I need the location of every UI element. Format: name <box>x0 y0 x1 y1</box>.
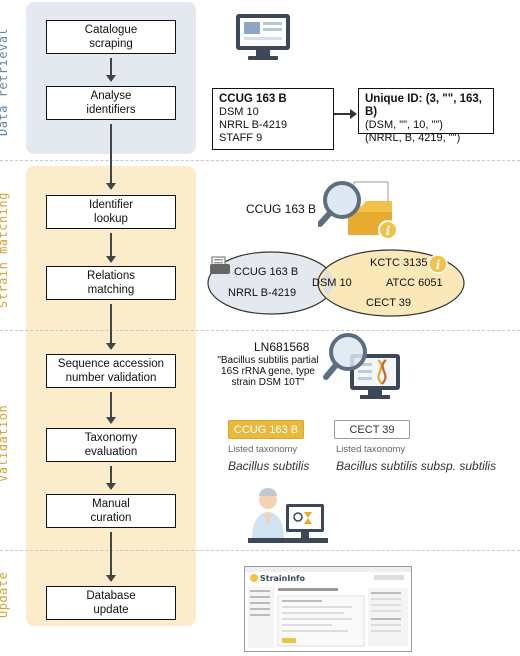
info-icon: i <box>428 254 448 274</box>
section-label-update: Update <box>0 571 10 618</box>
step-database-update: Database update <box>46 586 176 620</box>
flow-arrow <box>106 124 116 190</box>
venn-center-item: DSM 10 <box>312 277 352 289</box>
step-identifier-lookup: Identifier lookup <box>46 195 176 229</box>
step-sequence-validation: Sequence accession number validation <box>46 354 176 388</box>
flow-arrow <box>106 58 116 82</box>
svg-text:StrainInfo: StrainInfo <box>260 574 306 583</box>
straininfo-screenshot: StrainInfo <box>244 566 412 652</box>
id-arrow <box>334 109 357 119</box>
catalogue-computer-icon <box>236 14 290 60</box>
taxonomy-caption-right: Listed taxonomy <box>336 444 406 455</box>
step-relations-matching: Relations matching <box>46 266 176 300</box>
identifiers-box: CCUG 163 B DSM 10 NRRL B-4219 STAFF 9 <box>212 88 334 150</box>
taxonomy-tag-left: CCUG 163 B <box>228 420 304 439</box>
flow-arrow <box>106 532 116 582</box>
unique-id-title: Unique ID: (3, "", 163, B) <box>365 93 482 118</box>
venn-diagram <box>207 249 465 317</box>
unique-id-line: (NRRL, B, 4219, "") <box>365 132 461 144</box>
venn-right-item: CECT 39 <box>366 297 412 309</box>
venn-right-item: KCTC 3135 <box>370 257 428 269</box>
section-label-data-retrieval: Data retrieval <box>0 27 10 136</box>
svg-text:i: i <box>436 258 441 272</box>
identifier-line: DSM 10 <box>219 106 259 118</box>
separator <box>0 330 520 331</box>
identifiers-title: CCUG 163 B <box>219 93 287 105</box>
svg-text:i: i <box>386 224 391 238</box>
identifier-line: NRRL B-4219 <box>219 119 288 131</box>
magnifier-folder-icon: i <box>318 181 398 240</box>
separator <box>0 160 520 161</box>
step-manual-curation: Manual curation <box>46 494 176 528</box>
separator <box>0 550 520 551</box>
identifier-line: STAFF 9 <box>219 132 263 144</box>
flow-arrow <box>106 304 116 350</box>
accession-number: LN681568 <box>254 340 310 354</box>
document-icon <box>210 256 230 274</box>
taxonomy-caption-left: Listed taxonomy <box>228 444 298 455</box>
curator-icon <box>248 488 328 543</box>
taxonomy-name-right: Bacillus subtilis subsp. subtilis <box>336 459 497 473</box>
accession-description: "Bacillus subtilis partial 16S rRNA gene… <box>217 355 319 388</box>
section-label-validation: Validation <box>0 404 10 482</box>
section-label-strain-matching: Strain matching <box>0 192 10 308</box>
lookup-identifier-text: CCUG 163 B <box>246 202 317 216</box>
taxonomy-name-left: Bacillus subtilis <box>228 459 310 473</box>
venn-left-item: NRRL B-4219 <box>228 287 297 299</box>
unique-id-box: Unique ID: (3, "", 163, B) (DSM, "", 10,… <box>358 88 494 144</box>
unique-id-line: (DSM, "", 10, "") <box>365 119 443 131</box>
step-analyse-identifiers: Analyse identifiers <box>46 86 176 120</box>
flow-arrow <box>106 233 116 263</box>
taxonomy-tag-right: CECT 39 <box>334 420 410 439</box>
step-catalogue-scraping: Catalogue scraping <box>46 20 176 54</box>
flow-arrow <box>106 392 116 424</box>
flow-arrow <box>106 466 116 490</box>
dna-monitor-icon <box>323 333 400 399</box>
venn-right-item: ATCC 6051 <box>386 277 443 289</box>
step-taxonomy-evaluation: Taxonomy evaluation <box>46 428 176 462</box>
venn-left-item: CCUG 163 B <box>234 266 299 278</box>
